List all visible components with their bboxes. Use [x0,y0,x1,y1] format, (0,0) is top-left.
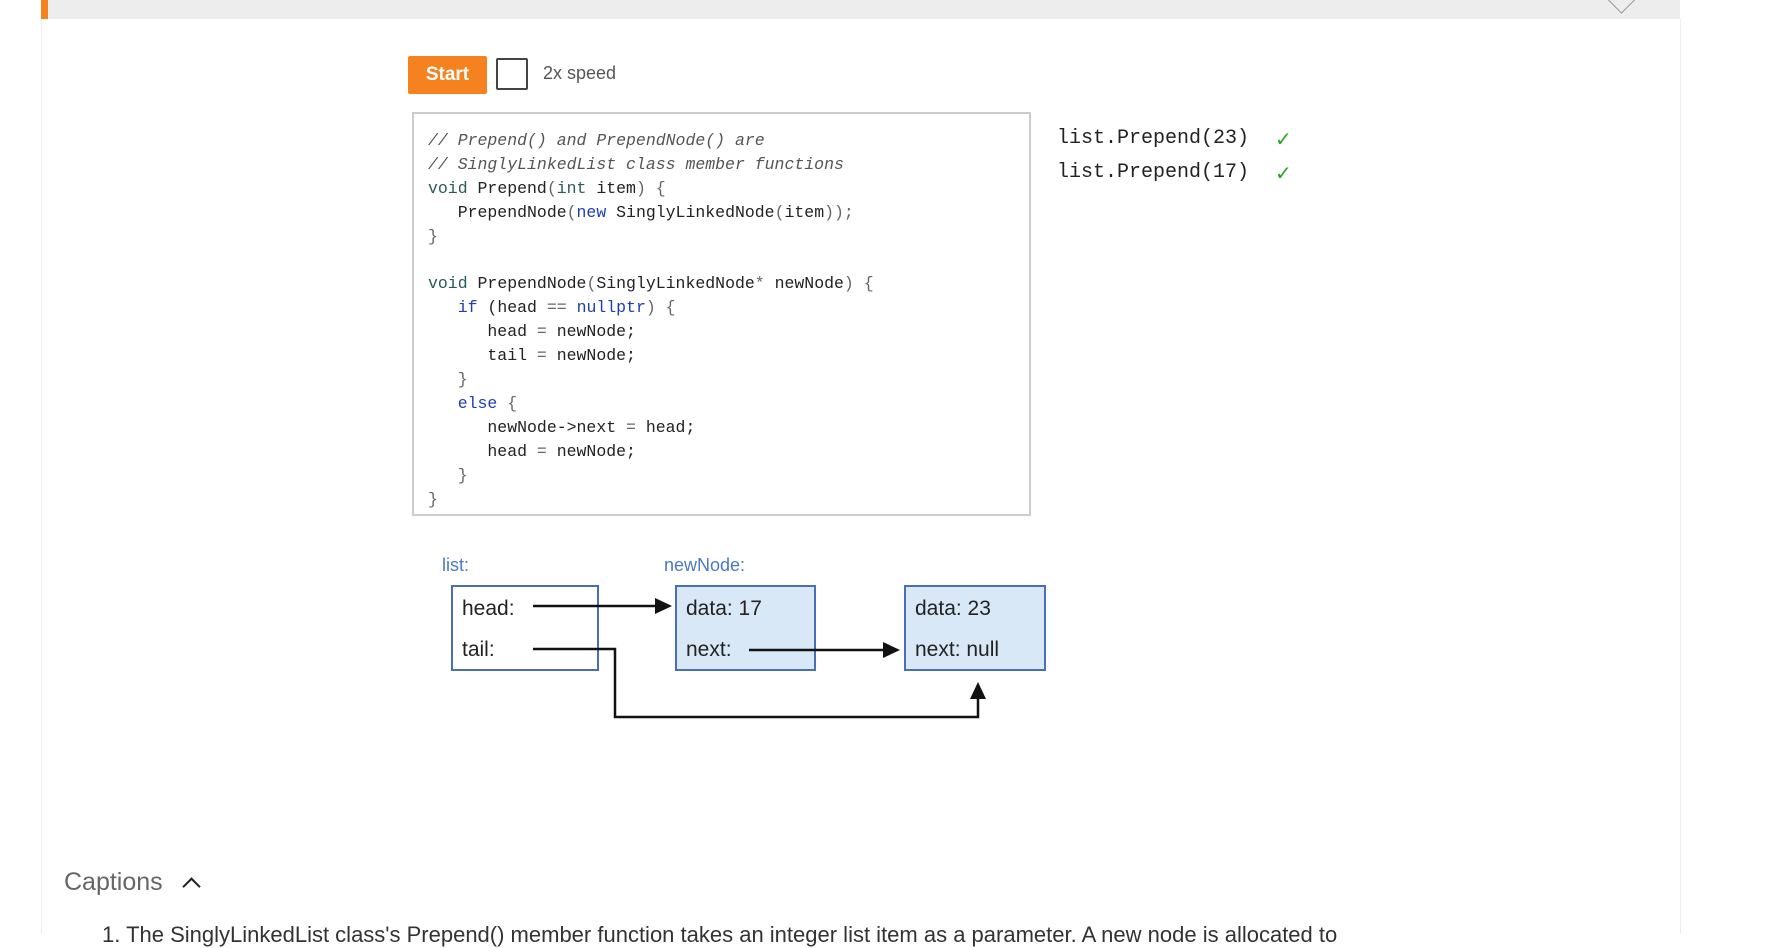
code-line: tail = newNode; [428,344,874,368]
code-token: head [428,441,537,461]
code-line: } [428,464,874,488]
node-23: data: 23 next: null [904,585,1046,671]
code-line: } [428,368,874,392]
code-token: } [428,489,438,509]
start-button[interactable]: Start [408,56,487,94]
code-token [567,298,577,317]
code-line: else { [428,392,874,416]
list-object: head: tail: [451,585,599,671]
code-token [428,394,458,413]
code-token: ( [774,202,785,222]
code-token: item [586,178,636,198]
code-line: head = newNode; [428,320,874,344]
speed-checkbox[interactable] [496,58,528,90]
code-token: (head [477,298,547,318]
code-token: // Prepend() and PrependNode() are [428,131,765,150]
code-token: } [428,370,468,390]
code-panel: // Prepend() and PrependNode() are // Sin… [412,112,1031,516]
code-line: // SinglyLinkedList class member functio… [428,153,874,177]
code-line: } [428,488,874,512]
list-label: list: [442,555,469,575]
code-token: ( [566,202,577,222]
code-token: newNode; [546,346,636,366]
captions-toggle[interactable]: Captions [64,868,201,897]
code-token: PrependNode [428,202,567,222]
animation-card [41,19,1681,934]
code-token: head [428,322,537,342]
code-token: { [497,393,518,413]
code-token: ) { [843,274,874,294]
code-token: SinglyLinkedNode [606,202,775,222]
node-data: data: 23 [915,597,991,620]
code-line: PrependNode(new SinglyLinkedNode(item)); [428,201,874,225]
caption-item: 1. The SinglyLinkedList class's Prepend(… [102,922,1338,947]
chevron-up-icon [181,877,201,896]
code-token: = [626,417,636,437]
top-bar-accent [41,0,48,19]
captions-title: Captions [64,868,163,896]
code-token: * [754,274,775,294]
top-bar [41,0,1680,19]
code-token: ( [586,274,597,294]
code-token: if [457,298,478,318]
code-line: void Prepend(int item) { [428,177,874,201]
call-item: list.Prepend(17) ✓ [1057,156,1292,190]
code-line: void PrependNode(SinglyLinkedNode* newNo… [428,272,874,296]
code-line: } [428,225,874,249]
code-token: ( [546,178,557,198]
code-token: newNode [774,274,844,294]
code-line [428,249,874,273]
code-token: else [457,393,498,413]
code-token: ) { [635,178,666,198]
code-line: newNode->next = head; [428,416,874,440]
code-token: item [784,202,825,222]
node-17: data: 17 next: [675,585,816,671]
node-next: next: [686,638,732,661]
code-token: void [428,274,468,294]
call-text: list.Prepend(17) [1057,161,1250,184]
code-token: = [536,441,547,461]
code-token: nullptr [576,298,646,318]
code-token: SinglyLinkedNode [596,274,755,294]
code-token: == [546,298,567,318]
code-token: } [428,226,438,246]
code-token: new [576,202,607,222]
code-token: Prepend [467,178,547,198]
code-token: newNode; [546,322,636,342]
code-token [428,298,458,317]
check-icon: ✓ [1275,161,1292,185]
call-item: list.Prepend(23) ✓ [1057,122,1292,156]
code-token: tail [428,346,537,366]
code-token: newNode->next [428,417,627,437]
code-token: head; [635,417,696,437]
speed-label: 2x speed [543,63,617,83]
code-token: int [556,178,587,198]
code-token: void [428,178,468,198]
node-data: data: 17 [686,597,762,620]
code-token: PrependNode [467,274,587,294]
code-token: = [536,322,547,342]
code-token: // SinglyLinkedList class member functio… [428,154,844,174]
code-token: } [428,465,468,485]
code-token: )); [824,202,854,222]
newnode-label: newNode: [664,555,746,575]
node-next: next: null [915,638,1000,661]
call-list: list.Prepend(23) ✓ list.Prepend(17) ✓ [1057,122,1292,190]
code-line: head = newNode; [428,440,874,464]
head-field: head: [462,597,515,620]
code-text: // Prepend() and PrependNode() are // Sin… [428,129,874,511]
check-icon: ✓ [1275,127,1292,151]
code-line: // Prepend() and PrependNode() are [428,129,874,153]
tail-field: tail: [462,638,495,661]
code-token: ) { [645,298,676,318]
call-text: list.Prepend(23) [1057,127,1250,150]
code-token: = [536,346,547,366]
code-line: if (head == nullptr) { [428,296,874,320]
code-token: newNode; [546,441,636,461]
